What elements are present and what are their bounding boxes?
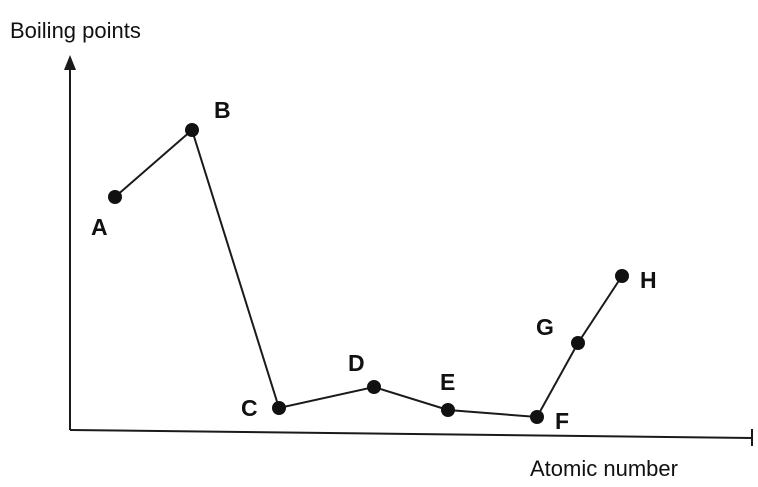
- point-label-g: G: [536, 314, 554, 340]
- data-point-b: [185, 123, 199, 137]
- data-point-a: [108, 190, 122, 204]
- data-point-c: [272, 401, 286, 415]
- series-line: [114, 128, 623, 419]
- point-label-d: D: [348, 350, 365, 376]
- data-point-e: [441, 403, 455, 417]
- data-point-f: [530, 410, 544, 424]
- point-label-e: E: [440, 369, 455, 395]
- axes: [64, 55, 753, 446]
- data-points: [108, 123, 629, 424]
- data-point-h: [615, 269, 629, 283]
- data-point-g: [571, 336, 585, 350]
- point-label-h: H: [640, 267, 657, 293]
- point-labels: A B C D E F G H: [91, 97, 657, 434]
- y-axis-title: Boiling points: [10, 18, 141, 43]
- x-axis-line: [69, 429, 753, 439]
- data-point-d: [367, 380, 381, 394]
- point-label-f: F: [555, 408, 569, 434]
- y-axis-arrow-icon: [64, 55, 76, 70]
- x-axis-title: Atomic number: [530, 456, 678, 481]
- point-label-b: B: [214, 97, 231, 123]
- point-label-c: C: [241, 395, 258, 421]
- point-label-a: A: [91, 214, 108, 240]
